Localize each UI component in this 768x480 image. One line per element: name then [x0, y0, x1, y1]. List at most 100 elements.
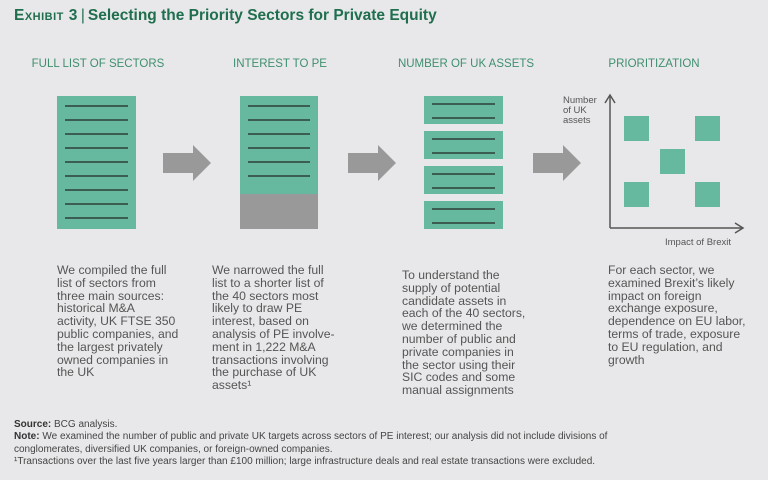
footnotes: Source: BCG analysis. Note: We examined …: [14, 419, 607, 468]
description-line: historical M&A: [57, 301, 135, 316]
list-line: [65, 203, 128, 205]
excluded-sectors-block: [240, 194, 318, 229]
list-line: [248, 105, 310, 107]
list-line: [65, 119, 128, 121]
header-full-list: FULL LIST OF SECTORS: [31, 58, 165, 70]
y-axis-label-line: of UK: [563, 105, 587, 116]
description-line: likely to draw PE: [212, 301, 303, 316]
description-line: each of the 40 sectors,: [402, 306, 526, 321]
list-line: [432, 208, 495, 210]
note-text: We examined the number of public and pri…: [39, 431, 608, 443]
list-line: [65, 217, 128, 219]
sector-square: [695, 116, 720, 141]
list-line: [432, 173, 495, 175]
arrow-right-icon: [348, 145, 396, 181]
list-line: [248, 147, 310, 149]
list-line: [432, 222, 495, 224]
description-line: supply of potential: [402, 280, 501, 295]
prioritization-matrix-axes: [604, 93, 745, 234]
arrow-right-icon: [533, 145, 581, 181]
sector-square: [624, 116, 649, 141]
description-line: terms of trade, exposure: [608, 326, 741, 341]
description-line: owned companies in: [57, 352, 169, 367]
description-line: analysis of PE involve-: [212, 326, 335, 341]
list-line: [65, 147, 128, 149]
header-interest-to-pe: INTEREST TO PE: [233, 58, 327, 70]
list-line: [248, 133, 310, 135]
description-line: SIC codes and some: [402, 370, 516, 385]
list-line: [432, 103, 495, 105]
description-line: impact on foreign: [608, 288, 702, 303]
description-line: list of sectors from: [57, 275, 156, 290]
description-line: the 40 sectors most: [212, 288, 319, 303]
note-label: Note:: [14, 431, 40, 443]
description-line: the sector using their: [402, 357, 516, 372]
list-line: [65, 189, 128, 191]
description-line: the purchase of UK: [212, 365, 317, 380]
y-axis-label: Number of UK assets: [563, 96, 597, 126]
description-line: candidate assets in: [402, 293, 507, 308]
source-text: BCG analysis.: [51, 419, 118, 430]
list-line: [248, 175, 310, 177]
note-text-continued: conglomerates, diversified UK companies,…: [14, 443, 333, 455]
description-line: manual assignments: [402, 383, 514, 398]
header-number-of-uk-assets: NUMBER OF UK ASSETS: [397, 58, 535, 70]
arrow-right-icon: [163, 145, 211, 181]
description-line: list to a shorter list of: [212, 275, 324, 290]
sector-square: [624, 182, 649, 207]
description-line: To understand the: [402, 268, 500, 282]
y-axis-label-line: Number: [563, 95, 597, 106]
list-line: [432, 117, 495, 119]
description-line: growth: [608, 352, 645, 367]
list-line: [432, 152, 495, 154]
description-line: three main sources:: [57, 288, 165, 303]
list-line: [65, 161, 128, 163]
description-line: number of public and: [402, 331, 516, 346]
description-line: exchange exposure,: [608, 301, 718, 316]
description-line: assets¹: [212, 378, 252, 393]
source-label: Source:: [14, 419, 52, 430]
description-line: the largest privately: [57, 339, 163, 354]
description-line: interest, based on: [212, 314, 309, 329]
description-line: ment in 1,222 M&A: [212, 339, 316, 354]
asset-group-block: [424, 96, 503, 124]
list-line: [248, 161, 310, 163]
exhibit-title: Exhibit 3|Selecting the Priority Sectors…: [14, 7, 437, 25]
asset-group-block: [424, 166, 503, 194]
description-line: the UK: [57, 365, 95, 380]
description-line: We compiled the full: [57, 263, 167, 277]
shortlist-document-icon: [240, 96, 318, 229]
description-line: activity, UK FTSE 350: [57, 314, 176, 329]
y-axis-label-line: assets: [563, 115, 591, 126]
x-axis-label: Impact of Brexit: [665, 237, 731, 248]
title-separator: |: [80, 7, 85, 24]
description-line: examined Brexit’s likely: [608, 275, 735, 290]
description-line: We narrowed the full: [212, 263, 324, 277]
header-prioritization: PRIORITIZATION: [608, 58, 700, 70]
full-list-document-icon: [57, 96, 136, 229]
asset-group-block: [424, 201, 503, 229]
description-line: to EU regulation, and: [608, 339, 723, 354]
list-line: [65, 175, 128, 177]
description-line: public companies, and: [57, 326, 179, 341]
description-line: private companies in: [402, 344, 514, 359]
list-line: [65, 133, 128, 135]
list-line: [432, 187, 495, 189]
exhibit-number: Exhibit 3: [14, 7, 78, 24]
footnote: ¹Transactions over the last five years l…: [14, 455, 596, 467]
description-line: we determined the: [402, 319, 503, 334]
sector-square: [660, 149, 685, 174]
description-line: transactions involving: [212, 352, 329, 367]
list-line: [248, 119, 310, 121]
list-line: [65, 105, 128, 107]
list-line: [432, 138, 495, 140]
description-line: dependence on EU labor,: [608, 314, 746, 329]
title-text: Selecting the Priority Sectors for Priva…: [87, 7, 437, 24]
asset-group-block: [424, 131, 503, 159]
sector-square: [695, 182, 720, 207]
description-line: For each sector, we: [608, 263, 715, 277]
